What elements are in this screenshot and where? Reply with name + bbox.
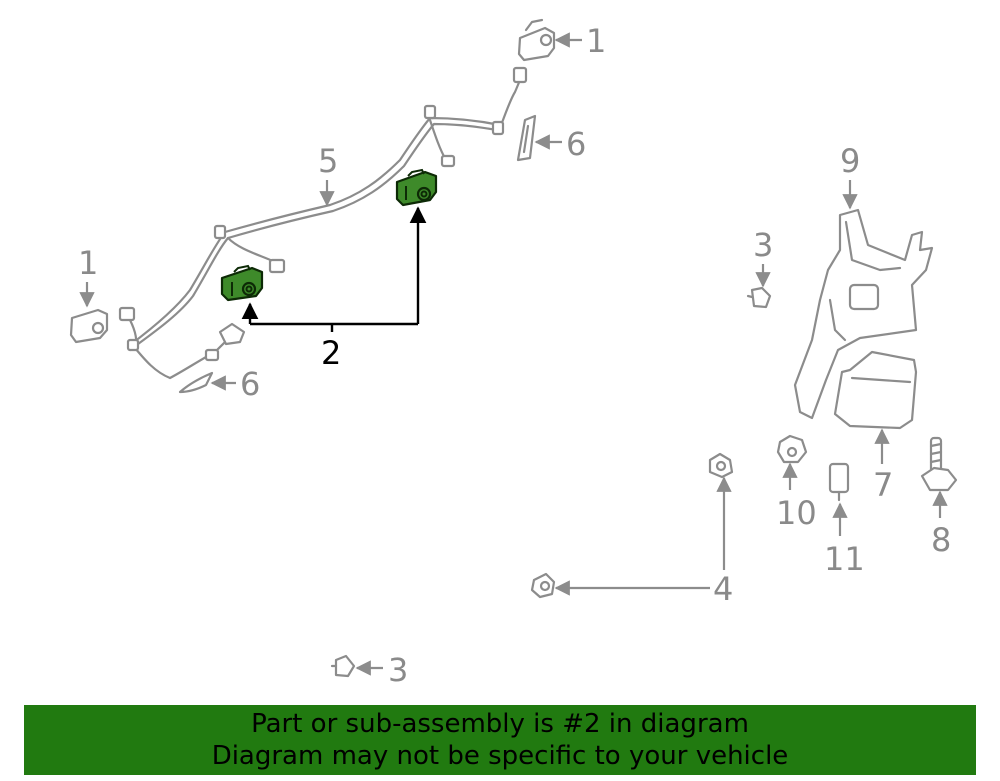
clip-bottom[interactable] — [330, 654, 356, 678]
sensor-highlighted-left[interactable] — [220, 264, 264, 302]
callout-10: 10 — [776, 494, 817, 532]
callout-6-left: 6 — [240, 365, 260, 403]
callout-7: 7 — [873, 466, 893, 504]
leader-2 — [241, 206, 427, 332]
callout-3-top: 3 — [753, 226, 773, 264]
callout-2: 2 — [321, 334, 341, 372]
bracket-module-mount[interactable] — [793, 208, 934, 420]
sensor-left[interactable] — [69, 308, 109, 344]
wiring-harness[interactable] — [118, 66, 528, 380]
parts-diagram: 1 1 2 5 6 6 9 3 3 4 10 11 7 8 — [69, 18, 958, 689]
control-module[interactable] — [833, 350, 918, 430]
bracket-top-right[interactable] — [516, 114, 537, 162]
banner-line-1: Part or sub-assembly is #2 in diagram — [251, 709, 749, 739]
callout-11: 11 — [824, 540, 865, 578]
clip-top[interactable] — [746, 286, 772, 309]
bracket-left[interactable] — [178, 371, 214, 394]
callout-8: 8 — [931, 521, 951, 559]
sensor-highlighted-right[interactable] — [395, 168, 438, 207]
connector[interactable] — [828, 462, 850, 502]
grommet-lower[interactable] — [530, 572, 556, 599]
callout-1-top: 1 — [586, 22, 606, 60]
banner-line-2: Diagram may not be specific to your vehi… — [211, 741, 789, 771]
callout-1-left: 1 — [78, 244, 98, 282]
grommet-upper[interactable] — [708, 452, 734, 479]
callout-6-top: 6 — [566, 125, 586, 163]
info-banner: Part or sub-assembly is #2 in diagram Di… — [24, 705, 976, 775]
callout-9: 9 — [840, 142, 860, 180]
callout-4: 4 — [713, 570, 733, 608]
callout-3-bottom: 3 — [388, 651, 408, 689]
sensor-top-right[interactable] — [517, 18, 556, 62]
callout-5: 5 — [318, 142, 338, 180]
nut[interactable] — [776, 434, 808, 464]
bolt[interactable] — [920, 436, 958, 492]
